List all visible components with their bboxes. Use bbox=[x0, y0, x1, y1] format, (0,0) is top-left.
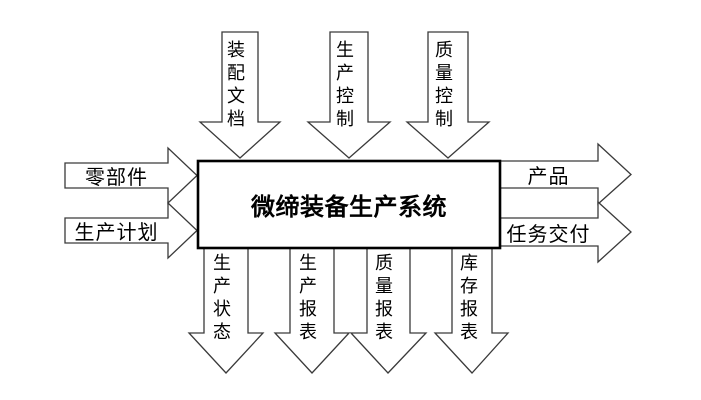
label-production-control: 生产控制 bbox=[334, 40, 354, 132]
label-quality-report: 质量报表 bbox=[373, 253, 393, 345]
label-assembly-docs: 装配文档 bbox=[225, 40, 245, 132]
system-title: 微缔装备生产系统 bbox=[251, 194, 447, 221]
label-product: 产品 bbox=[527, 166, 570, 188]
label-inventory-report: 库存报表 bbox=[458, 253, 478, 345]
arrow-bottom-quality-report bbox=[349, 247, 428, 374]
arrow-top-production-control bbox=[306, 31, 392, 159]
label-task-delivery: 任务交付 bbox=[506, 223, 591, 246]
arrow-right-product bbox=[498, 142, 632, 206]
label-production-report: 生产报表 bbox=[297, 253, 317, 345]
label-parts: 零部件 bbox=[85, 167, 148, 189]
arrow-right-task-delivery bbox=[498, 200, 632, 264]
label-production-status: 生产状态 bbox=[211, 253, 231, 345]
system-box bbox=[196, 159, 502, 250]
arrow-left-parts bbox=[64, 146, 198, 205]
arrow-bottom-production-status bbox=[187, 247, 265, 374]
arrow-bottom-inventory-report bbox=[433, 247, 510, 374]
arrow-top-assembly-docs bbox=[198, 31, 282, 159]
arrow-bottom-production-report bbox=[273, 247, 351, 374]
label-quality-control: 质量控制 bbox=[433, 40, 453, 132]
label-production-plan: 生产计划 bbox=[74, 222, 159, 244]
arrow-left-production-plan bbox=[64, 201, 198, 260]
arrow-top-quality-control bbox=[405, 31, 491, 159]
